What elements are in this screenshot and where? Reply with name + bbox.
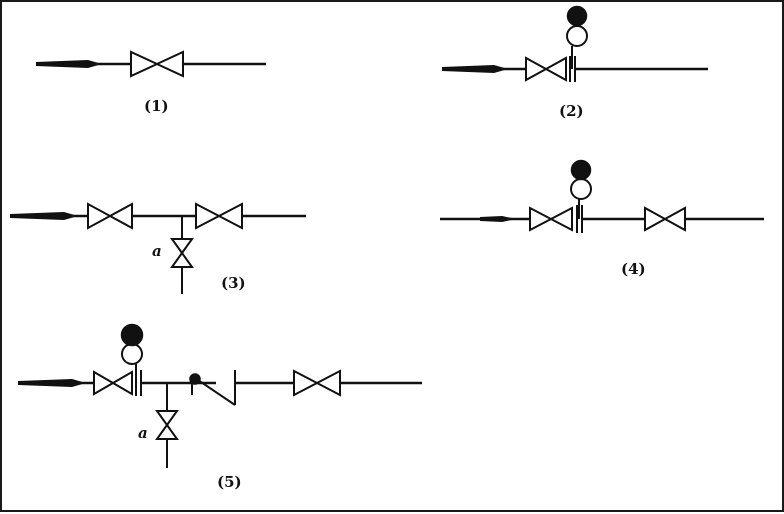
flow-arrow-icon xyxy=(10,212,78,220)
branch-label: a xyxy=(152,242,162,260)
pressure-gauge-icon xyxy=(570,159,592,219)
figure-4 xyxy=(440,159,764,233)
gate-valve-icon xyxy=(155,410,179,440)
check-valve-icon xyxy=(189,370,236,406)
gate-valve-icon xyxy=(170,238,194,268)
figure-2 xyxy=(442,5,708,82)
flow-arrow-icon xyxy=(442,65,508,73)
gate-valve-icon xyxy=(87,202,133,230)
figure-caption: (1) xyxy=(144,97,169,115)
figure-caption: (3) xyxy=(221,274,246,292)
flow-arrow-icon xyxy=(18,379,86,387)
pressure-gauge-icon xyxy=(120,323,144,383)
figure-caption: (2) xyxy=(559,102,584,120)
figure-3 xyxy=(10,202,306,294)
pressure-gauge-icon xyxy=(566,5,588,69)
gate-valve-icon xyxy=(293,369,341,397)
gate-valve-icon xyxy=(529,206,573,232)
gate-valve-icon xyxy=(195,202,243,230)
flow-arrow-icon xyxy=(480,216,516,222)
gate-valve-icon xyxy=(130,50,184,78)
flow-arrow-icon xyxy=(36,60,102,68)
figure-caption: (4) xyxy=(621,260,646,278)
gate-valve-icon xyxy=(644,206,686,232)
gate-valve-icon xyxy=(93,370,133,396)
figure-5 xyxy=(18,323,422,468)
figure-caption: (5) xyxy=(217,473,242,491)
gate-valve-icon xyxy=(525,56,567,82)
figure-1 xyxy=(36,50,266,78)
branch-label: a xyxy=(138,424,148,442)
